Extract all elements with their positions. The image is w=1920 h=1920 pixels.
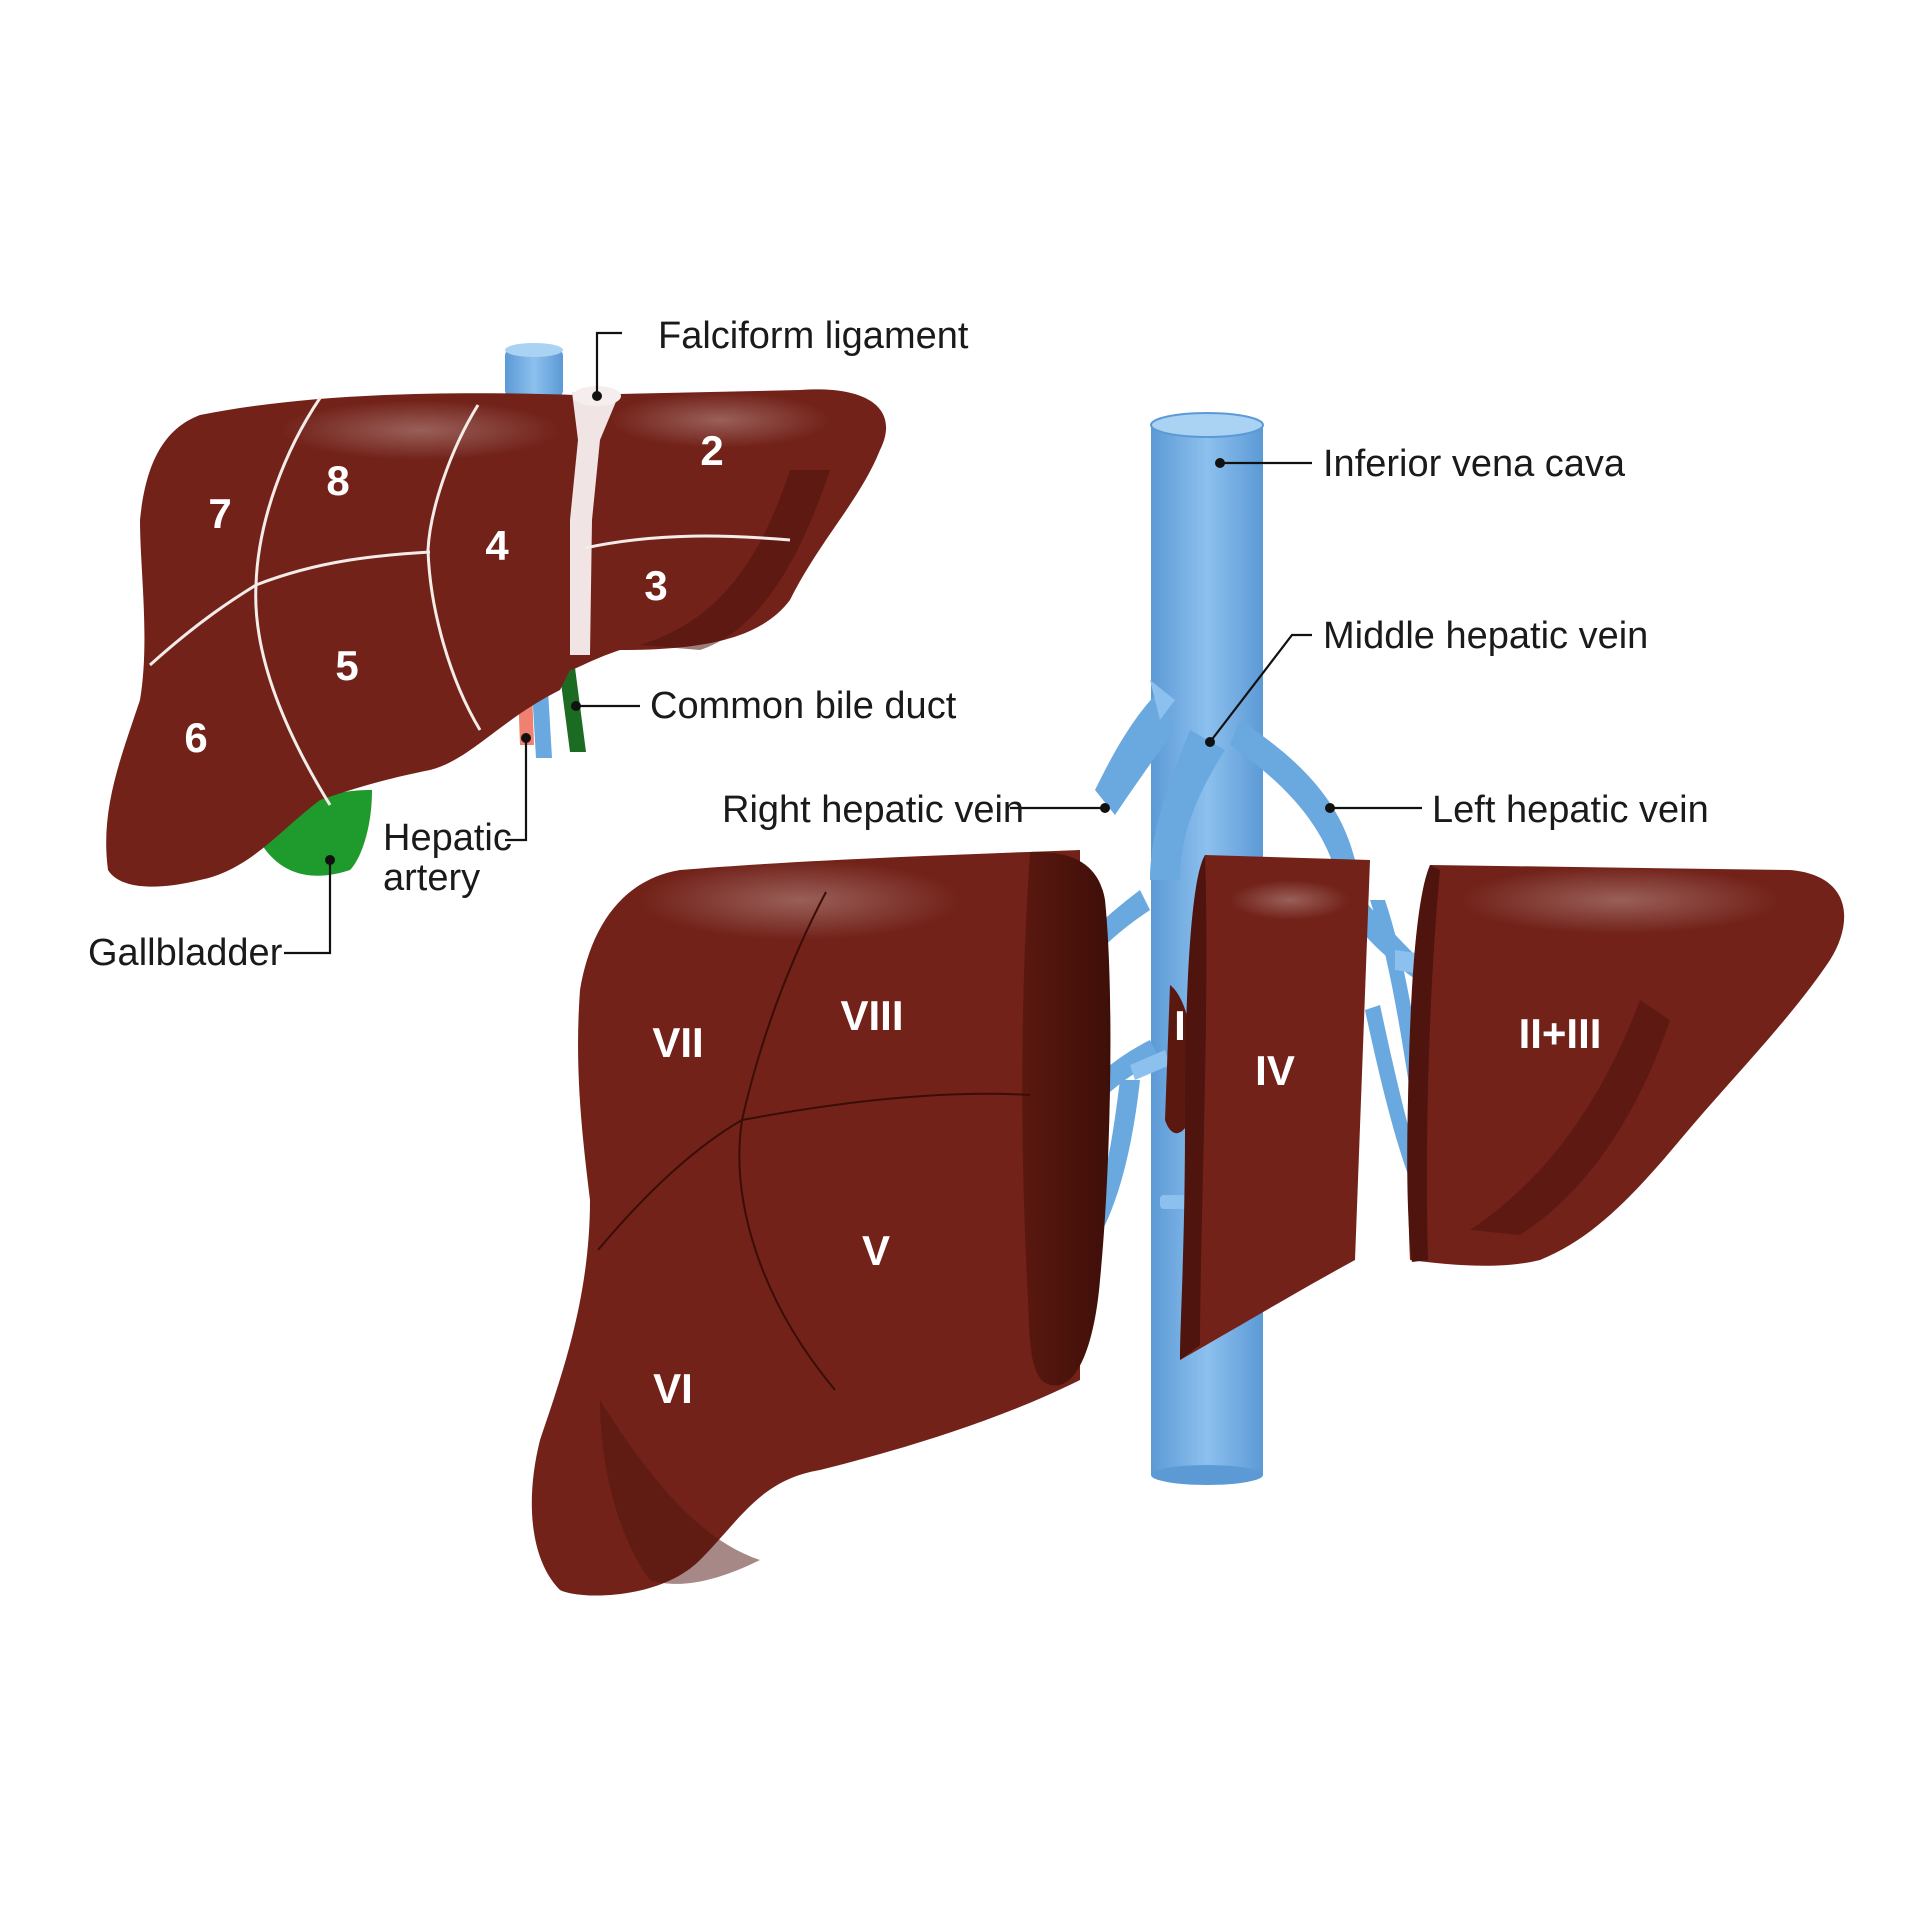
label-right-hepatic-vein: Right hepatic vein [722,789,1024,831]
gallbladder-shape [262,790,372,876]
middle-hepatic-vein-vessel [1150,730,1225,880]
label-left-hepatic-vein: Left hepatic vein [1432,789,1709,831]
liver-front-body [106,389,887,887]
front-segment-4: 4 [485,522,509,569]
label-inferior-vena-cava: Inferior vena cava [1323,443,1626,485]
front-segment-7: 7 [208,490,231,537]
segment-iv-block [1180,855,1370,1360]
exploded-segment-VI: VI [653,1365,693,1412]
front-segment-5: 5 [335,642,358,689]
front-segment-3: 3 [644,562,667,609]
label-common-bile-duct: Common bile duct [650,685,957,727]
right-lobe-cut-face [1022,851,1111,1386]
right-lobe-block [531,850,1080,1596]
portal-vein-vessel [532,690,552,758]
falciform-ligament-band [570,392,620,655]
vena-cava-stub [505,348,563,398]
liver-front-view: 2 3 4 5 6 7 8 Falciform ligament Common … [88,315,969,974]
left-hepatic-vein-vessel [1230,720,1355,870]
label-hepatic-artery-line2: artery [383,857,480,899]
front-segment-6: 6 [184,714,207,761]
exploded-segment-VII: VII [652,1019,703,1066]
right-hepatic-vein-vessel [1095,690,1175,815]
front-segment-2: 2 [700,427,723,474]
exploded-segment-I: I [1174,1002,1186,1049]
label-middle-hepatic-vein: Middle hepatic vein [1323,615,1648,657]
exploded-segment-VIII: VIII [840,992,903,1039]
exploded-segment-V: V [862,1227,890,1274]
exploded-segment-IV: IV [1255,1047,1295,1094]
exploded-segment-II-III: II+III [1519,1010,1602,1057]
label-falciform-ligament: Falciform ligament [658,315,969,357]
liver-exploded-view: VII VIII V VI I IV II+III Inferior vena … [531,412,1845,1596]
front-segment-8: 8 [326,457,349,504]
label-hepatic-artery-line1: Hepatic [383,817,512,859]
label-gallbladder: Gallbladder [88,932,283,974]
